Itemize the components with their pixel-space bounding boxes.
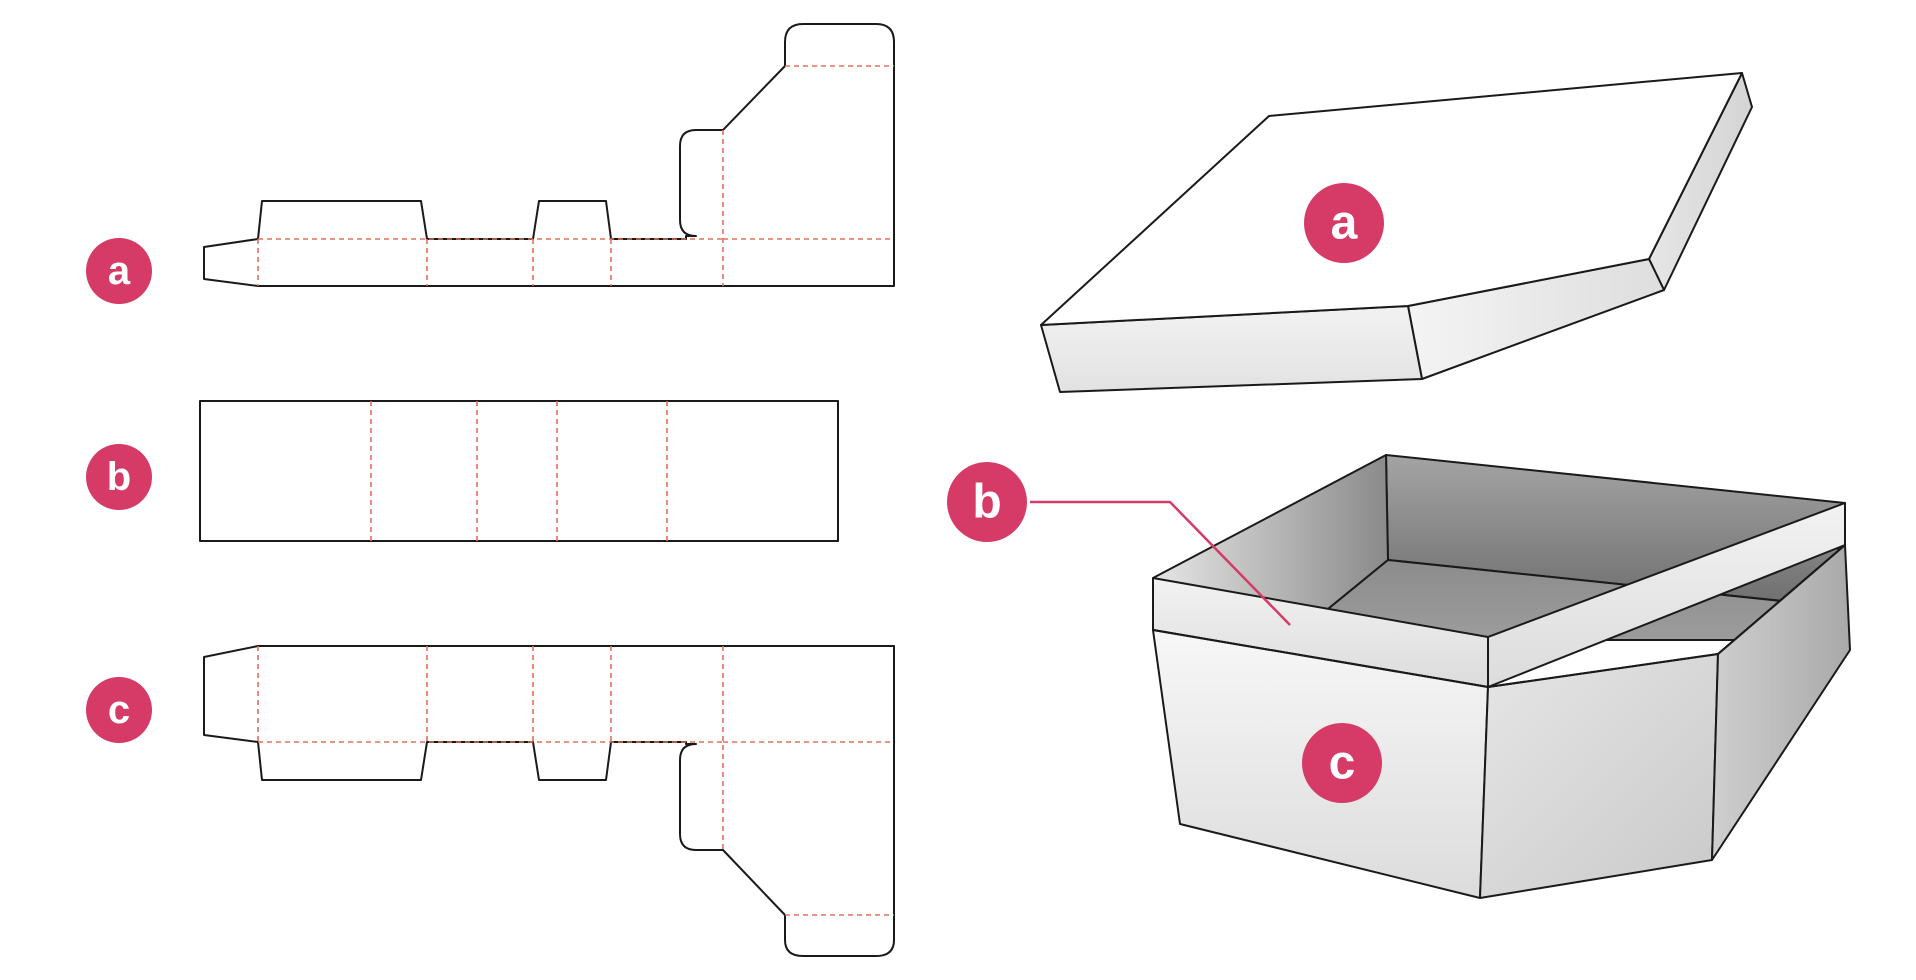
dieline-b xyxy=(199,400,839,542)
dieline-a xyxy=(203,23,895,287)
badge-a-dieline: a xyxy=(86,238,152,304)
badge-c-base-label: c xyxy=(1329,737,1356,790)
dieline-c xyxy=(203,645,895,957)
badge-a-dieline-label: a xyxy=(108,249,131,293)
box-3d xyxy=(1152,454,1851,899)
badge-b-dieline: b xyxy=(86,444,152,510)
badge-b-insert-label: b xyxy=(972,476,1001,529)
badge-a-lid-label: a xyxy=(1331,197,1358,250)
dieline-c-outline xyxy=(203,645,895,957)
badge-c-base: c xyxy=(1302,723,1382,803)
badge-c-dieline: c xyxy=(86,677,152,743)
box-front-middle xyxy=(1479,653,1719,899)
dieline-a-creases xyxy=(257,65,894,286)
lid-3d xyxy=(1040,72,1753,393)
badge-b-insert: b xyxy=(947,462,1027,542)
badge-a-lid: a xyxy=(1304,183,1384,263)
dieline-b-outline xyxy=(199,400,839,542)
badge-b-dieline-label: b xyxy=(107,455,131,499)
dieline-c-creases xyxy=(257,646,894,916)
lid-top xyxy=(1040,72,1743,326)
label-b-leader xyxy=(1030,500,1291,626)
badge-c-dieline-label: c xyxy=(108,688,130,732)
box-rim xyxy=(1152,544,1846,688)
dieline-a-outline xyxy=(203,23,895,287)
